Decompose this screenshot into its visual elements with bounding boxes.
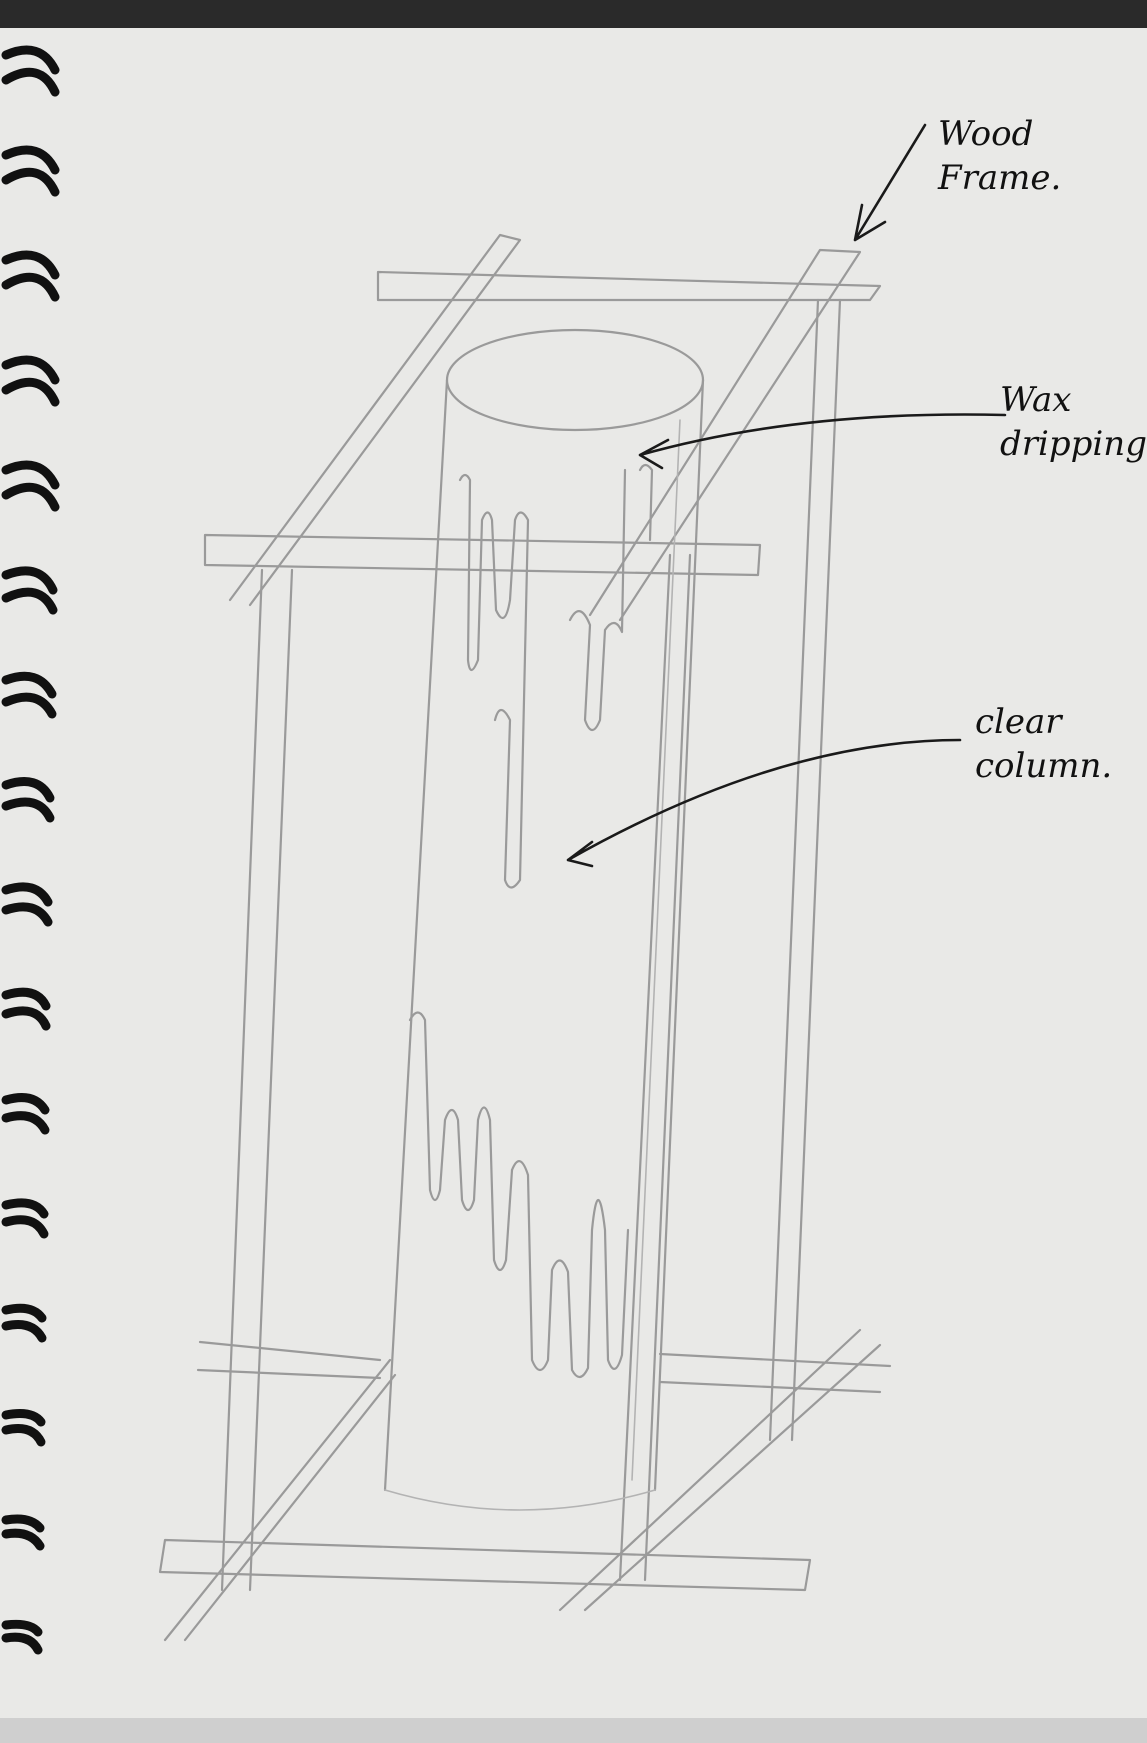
binding-ring xyxy=(6,782,50,818)
binding-ring xyxy=(6,1203,44,1234)
wood-frame-posts xyxy=(222,300,840,1590)
column-right-edge xyxy=(655,380,703,1490)
bottom-edge xyxy=(0,1718,1147,1743)
binding-ring xyxy=(6,571,53,610)
annotation-arrows xyxy=(568,125,1005,866)
binding-ring xyxy=(6,992,46,1026)
column-bottom-arc xyxy=(385,1490,655,1510)
annotation-clear-column: clear column. xyxy=(975,700,1112,788)
binding-ring xyxy=(6,887,48,922)
binding-ring xyxy=(6,676,52,714)
binding-ring xyxy=(6,465,55,507)
top-dark-edge xyxy=(0,0,1147,28)
column-left-edge xyxy=(385,380,447,1490)
wax-arrow xyxy=(640,415,1005,469)
binding-ring xyxy=(6,50,55,92)
binding-ring xyxy=(6,1308,42,1338)
column-arrow xyxy=(568,740,960,866)
binding-ring xyxy=(6,255,55,297)
spiral-binding xyxy=(6,50,55,1650)
binding-ring xyxy=(6,1414,41,1442)
binding-ring xyxy=(6,1519,40,1546)
wax-drips xyxy=(410,465,652,1377)
wood-frame-bottom xyxy=(160,1330,890,1640)
binding-ring xyxy=(6,1098,45,1130)
wood-frame-arrow xyxy=(855,125,925,240)
binding-ring xyxy=(6,360,55,402)
annotation-wood-frame: Wood Frame. xyxy=(938,112,1061,200)
binding-ring xyxy=(6,1624,38,1650)
column-top-ellipse xyxy=(447,330,703,430)
annotation-wax-dripping: Wax dripping xyxy=(1000,378,1147,466)
binding-ring xyxy=(6,150,55,192)
